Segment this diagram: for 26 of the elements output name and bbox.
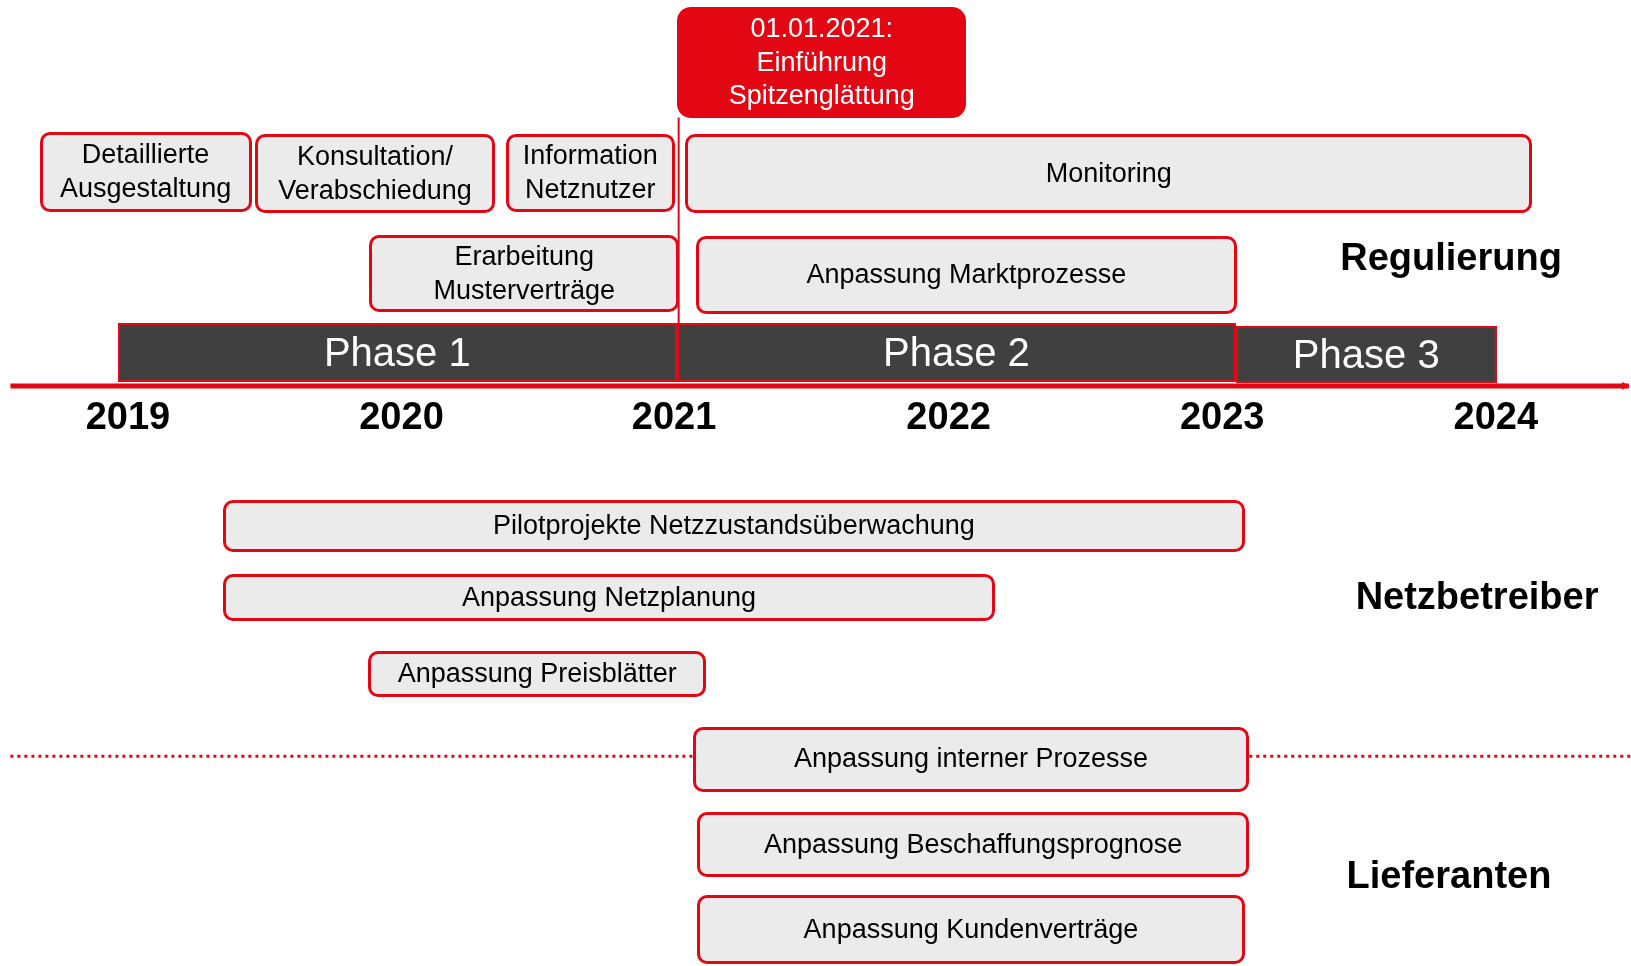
milestone-callout: 01.01.2021: Einführung Spitzenglättung [677,7,967,118]
task-bar: Detaillierte Ausgestaltung [39,132,252,213]
year-label: 2020 [359,394,444,438]
phase-bar: Phase 1 [117,323,678,382]
section-heading: Netzbetreiber [1355,574,1599,618]
task-bar: Erarbeitung Musterverträge [369,235,680,313]
task-bar: Pilotprojekte Netzzustandsüberwachung [222,500,1246,553]
task-bar: Anpassung Beschaffungsprognose [696,812,1250,877]
phase-bar: Phase 2 [677,323,1236,382]
year-label: 2024 [1453,394,1539,438]
section-heading: Regulierung [1340,235,1562,279]
milestone-line [677,116,680,325]
task-bar: Monitoring [685,134,1533,214]
task-bar: Anpassung Marktprozesse [695,236,1237,315]
year-label: 2023 [1179,394,1265,438]
task-bar: Konsultation/ Verabschiedung [254,134,496,214]
section-heading: Lieferanten [1346,853,1552,897]
year-label: 2022 [906,394,991,438]
phase-bar: Phase 3 [1235,325,1497,383]
task-bar: Anpassung Netzplanung [222,574,996,621]
task-bar: Anpassung Kundenverträge [696,894,1246,965]
task-bar: Anpassung Preisblätter [368,651,707,697]
year-label: 2021 [631,394,717,438]
task-bar: Information Netznutzer [505,134,676,213]
year-label: 2019 [85,394,171,438]
task-bar: Anpassung interner Prozesse [692,727,1250,792]
